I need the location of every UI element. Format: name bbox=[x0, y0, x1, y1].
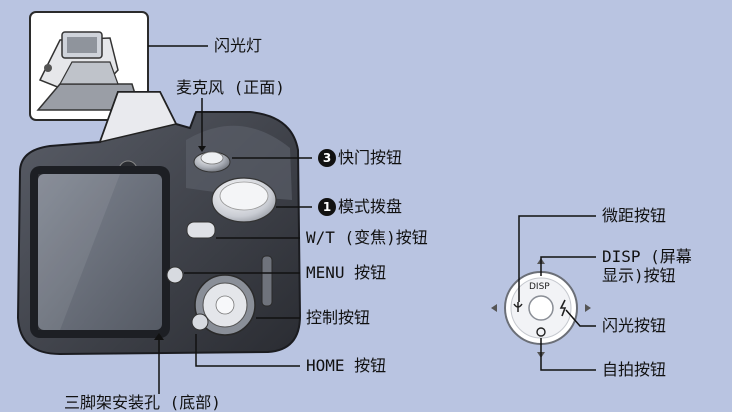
menu-label: MENU 按钮 bbox=[306, 263, 387, 282]
disp-label-line1: DISP (屏幕 bbox=[602, 247, 692, 266]
flash-inset bbox=[29, 11, 149, 121]
flash-label: 闪光灯 bbox=[214, 36, 263, 55]
flash-button-label: 闪光按钮 bbox=[602, 316, 667, 335]
macro-icon bbox=[513, 302, 523, 312]
flash-button-leader bbox=[565, 309, 596, 327]
control-wheel-center bbox=[215, 295, 235, 315]
tripod-label: 三脚架安装孔 (底部) bbox=[64, 393, 221, 412]
control-label: 控制按钮 bbox=[306, 308, 371, 327]
shutter-button-top bbox=[200, 151, 224, 165]
shutter-number-badge: 3 bbox=[318, 149, 336, 167]
dial-disp-text: DISP bbox=[529, 282, 550, 292]
wt-label: W/T (变焦)按钮 bbox=[306, 228, 428, 247]
menu-button-drawing bbox=[166, 266, 184, 284]
home-leader bbox=[195, 334, 300, 367]
home-label: HOME 按钮 bbox=[306, 356, 387, 375]
wt-button-drawing bbox=[186, 221, 216, 239]
disp-label-line2: 显示)按钮 bbox=[602, 266, 676, 285]
mode-dial-top bbox=[219, 181, 269, 211]
mode-number-badge: 1 bbox=[318, 198, 336, 216]
self-timer-leader bbox=[540, 338, 596, 371]
macro-label: 微距按钮 bbox=[602, 206, 667, 225]
lcd-screen bbox=[30, 166, 170, 338]
macro-leader bbox=[518, 215, 596, 302]
tripod-arrow bbox=[154, 333, 164, 340]
microphone-label: 麦克风 (正面) bbox=[176, 78, 285, 97]
control-dial-diagram: DISP bbox=[491, 258, 591, 358]
disp-leader bbox=[540, 256, 596, 276]
self-timer-icon bbox=[536, 327, 546, 337]
microphone-arrow bbox=[198, 146, 206, 152]
mode-dial-label-text: 模式拨盘 bbox=[338, 197, 403, 216]
flash-icon bbox=[559, 299, 567, 317]
shutter-label-text: 快门按钮 bbox=[338, 148, 403, 167]
home-button-drawing bbox=[191, 313, 209, 331]
self-timer-label: 自拍按钮 bbox=[602, 360, 667, 379]
strap-lug bbox=[261, 255, 273, 307]
